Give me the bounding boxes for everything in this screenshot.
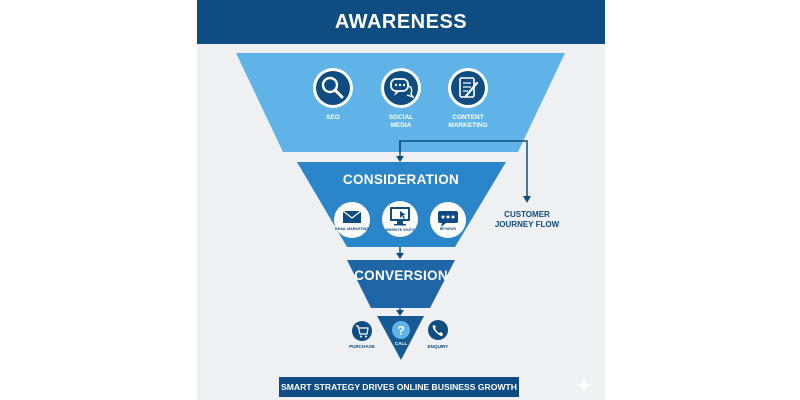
consideration-title: CONSIDERATION bbox=[342, 172, 460, 187]
side-label-line-1: CUSTOMER bbox=[504, 210, 550, 219]
conversion-item-call: CALL bbox=[394, 341, 408, 346]
item-label-line-2: MEDIA bbox=[390, 122, 412, 129]
item-label-line-2: MARKETING bbox=[448, 122, 488, 129]
side-label-line-2: JOURNEY FLOW bbox=[494, 220, 560, 229]
consideration-item-reviews: REVIEWS bbox=[439, 227, 457, 231]
flow-arrow-awareness-to-consideration bbox=[399, 140, 528, 197]
envelope-icon bbox=[334, 202, 370, 238]
customer-journey-flow-label: CUSTOMER JOURNEY FLOW bbox=[495, 210, 559, 230]
search-icon bbox=[313, 68, 353, 108]
item-label-line-1: CONTENT bbox=[452, 114, 484, 121]
question-icon: ? bbox=[392, 321, 410, 339]
svg-text:?: ? bbox=[397, 324, 404, 338]
awareness-item-social-media: SOCIAL MEDIA bbox=[389, 114, 414, 130]
arrow-head-tip bbox=[396, 310, 404, 316]
awareness-item-content-marketing: CONTENT MARKETING bbox=[448, 114, 487, 130]
awareness-item-seo: SEO bbox=[326, 114, 340, 122]
phone-icon bbox=[428, 320, 448, 340]
shopping-cart-icon bbox=[352, 321, 372, 341]
arrow-head-consideration bbox=[396, 156, 404, 162]
conversion-item-enquiry: ENQUIRY bbox=[427, 344, 449, 349]
conversion-title: CONVERSION bbox=[354, 268, 448, 283]
page-title: AWARENESS bbox=[197, 0, 605, 44]
monitor-cursor-icon bbox=[382, 201, 418, 237]
consideration-item-website-visits: WEBSITE VISITS bbox=[385, 228, 415, 232]
footer-banner: SMART STRATEGY DRIVES ONLINE BUSINESS GR… bbox=[279, 377, 519, 397]
conversion-stage bbox=[347, 260, 455, 308]
arrow-head-customer-journey bbox=[523, 196, 531, 203]
arrow-head-conversion bbox=[396, 253, 404, 259]
item-label: SEO bbox=[326, 114, 340, 121]
review-bubble-icon bbox=[430, 202, 466, 238]
consideration-item-email-marketing: EMAIL MARKETING bbox=[335, 227, 369, 231]
document-pen-icon bbox=[448, 68, 488, 108]
sparkle-icon bbox=[576, 377, 592, 393]
chat-bubbles-icon bbox=[381, 68, 421, 108]
item-label-line-1: SOCIAL bbox=[388, 114, 414, 121]
conversion-item-purchase: PURCHASE bbox=[349, 344, 375, 349]
